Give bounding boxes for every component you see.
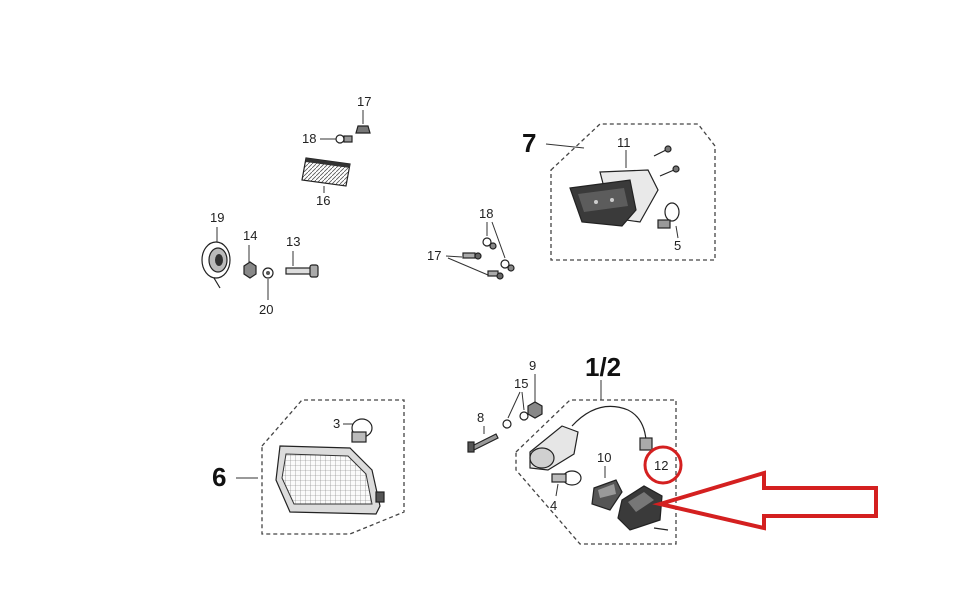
horn-19 xyxy=(201,241,231,289)
arrow-left-outline-icon xyxy=(652,470,878,531)
callout-16: 16 xyxy=(316,193,330,208)
callout-1-2: 1/2 xyxy=(585,352,621,382)
callout-18-center: 18 xyxy=(479,206,493,221)
callout-12-highlight: 12 xyxy=(643,445,683,485)
bolt-8 xyxy=(467,433,499,453)
group-7-outline xyxy=(550,123,716,261)
reflector-group: 17 18 16 xyxy=(301,94,371,208)
horn-group: 19 14 13 20 xyxy=(201,210,319,317)
bolt-13 xyxy=(285,264,319,278)
turn-signal-group-1-2: 1/2 9 15 8 4 10 xyxy=(467,352,683,545)
callout-19: 19 xyxy=(210,210,224,225)
callout-6: 6 xyxy=(212,462,226,492)
screw-17-top xyxy=(355,125,371,134)
washer-18-top xyxy=(335,134,353,144)
bulb-4 xyxy=(551,470,582,486)
callout-8: 8 xyxy=(477,410,484,425)
turn-signal-housing xyxy=(529,405,653,471)
screws-group-center: 18 17 xyxy=(427,206,515,280)
bulb-3 xyxy=(351,418,373,443)
callout-17-top: 17 xyxy=(357,94,371,109)
bulb-5 xyxy=(657,202,680,229)
headlight-group-6: 6 3 xyxy=(212,399,405,535)
callout-10: 10 xyxy=(597,450,611,465)
tail-light-group-7: 7 11 5 xyxy=(522,123,716,261)
callout-5: 5 xyxy=(674,238,681,253)
washer-20 xyxy=(262,267,274,279)
callout-15: 15 xyxy=(514,376,528,391)
callout-7: 7 xyxy=(522,128,536,158)
lens-10 xyxy=(591,479,623,511)
callout-9: 9 xyxy=(529,358,536,373)
highlight-circle xyxy=(643,445,683,485)
screw-17-center-b xyxy=(487,270,504,280)
headlight-unit xyxy=(275,445,385,515)
group-1-2-outline xyxy=(515,399,677,545)
group-6-outline xyxy=(261,399,405,535)
nut-9 xyxy=(527,401,543,419)
callout-14: 14 xyxy=(243,228,257,243)
callout-4: 4 xyxy=(550,498,557,513)
tail-light-lens-11 xyxy=(569,169,659,227)
screws-tail-light xyxy=(653,145,680,177)
lens-12 xyxy=(617,485,669,531)
callout-12: 12 xyxy=(654,458,668,473)
callout-13: 13 xyxy=(286,234,300,249)
callout-3: 3 xyxy=(333,416,340,431)
nut-14 xyxy=(243,261,257,279)
callout-18-top: 18 xyxy=(302,131,316,146)
reflector-16 xyxy=(301,157,351,187)
callout-20: 20 xyxy=(259,302,273,317)
screw-17-center-a xyxy=(462,252,482,260)
callout-11: 11 xyxy=(617,135,631,150)
callout-17-center: 17 xyxy=(427,248,441,263)
